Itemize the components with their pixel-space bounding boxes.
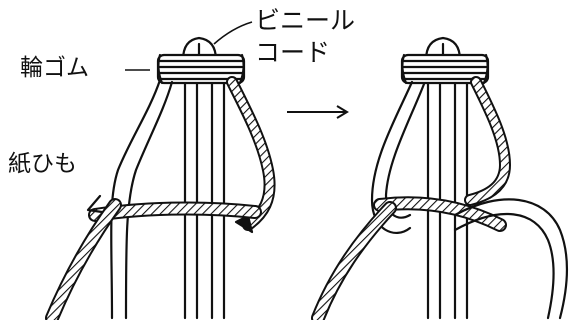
right-arrow-icon: [287, 106, 347, 118]
vinyl-cord-label-line2: コード: [255, 40, 330, 65]
paper-string-label: 紙ひも: [8, 153, 77, 176]
vinyl-cord-bundle-right: [428, 70, 467, 318]
rubber-band-label: 輪ゴム: [20, 57, 89, 80]
vinyl-cord-bundle-left: [185, 70, 224, 318]
right-figure: [318, 38, 567, 318]
vinyl-cord-label-line1: ビニール: [255, 8, 355, 33]
